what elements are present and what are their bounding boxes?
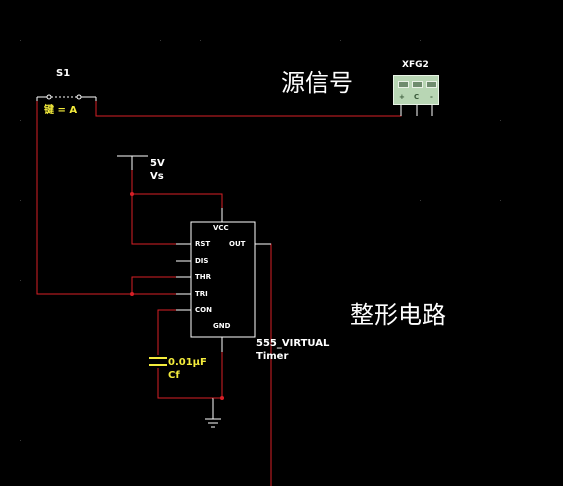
ground-icon [205, 398, 221, 428]
pin-dis-label: DIS [195, 257, 209, 265]
pin-vcc-label: VCC [213, 224, 229, 232]
generator-minus-terminal: - [430, 93, 433, 101]
pin-con-label: CON [195, 306, 212, 314]
switch-key-label: 键 = A [44, 105, 78, 116]
triangle-wave-icon [412, 81, 423, 88]
pin-tri-label: TRI [195, 290, 208, 298]
vcc-value-label: 5V [150, 158, 165, 169]
pin-rst-label: RST [195, 240, 211, 248]
pin-thr-label: THR [195, 273, 212, 281]
switch-s1[interactable] [36, 94, 97, 101]
capacitor-name-label: Cf [168, 370, 180, 381]
generator-plus-terminal: + [399, 93, 405, 101]
sine-wave-icon [398, 81, 409, 88]
shaping-circuit-annotation: 整形电路 [350, 301, 446, 329]
pin-gnd-label: GND [213, 322, 231, 330]
wire-switch-to-trigger[interactable] [36, 101, 191, 295]
generator-terminals [400, 104, 433, 116]
pin-out-label: OUT [229, 240, 246, 248]
vcc-name-label: Vs [150, 171, 164, 182]
timer-model-label: 555_VIRTUAL [256, 338, 330, 349]
timer-555[interactable] [176, 208, 271, 352]
wires[interactable] [36, 101, 402, 486]
generator-ref-label: XFG2 [402, 60, 429, 70]
square-wave-icon [426, 81, 437, 88]
wire-switch-to-generator[interactable] [95, 101, 402, 117]
wire-out[interactable] [256, 243, 272, 486]
wire-thr-tri-link[interactable] [131, 276, 176, 294]
capacitor-value-label: 0.01μF [168, 357, 207, 368]
function-generator[interactable]: + C - [393, 75, 439, 105]
source-signal-annotation: 源信号 [281, 69, 353, 97]
capacitor-cf[interactable] [149, 357, 167, 366]
switch-ref-label: S1 [56, 68, 71, 79]
grid-dots [20, 40, 501, 441]
timer-type-label: Timer [256, 351, 289, 362]
wire-cap-to-gnd[interactable] [157, 339, 223, 399]
vcc-symbol[interactable] [117, 155, 148, 170]
wire-vs-to-vcc[interactable] [131, 170, 223, 208]
wire-vs-to-rst[interactable] [131, 194, 176, 245]
wire-con-to-cap[interactable] [157, 309, 176, 355]
generator-common-terminal: C [414, 93, 420, 101]
junctions [130, 192, 224, 400]
